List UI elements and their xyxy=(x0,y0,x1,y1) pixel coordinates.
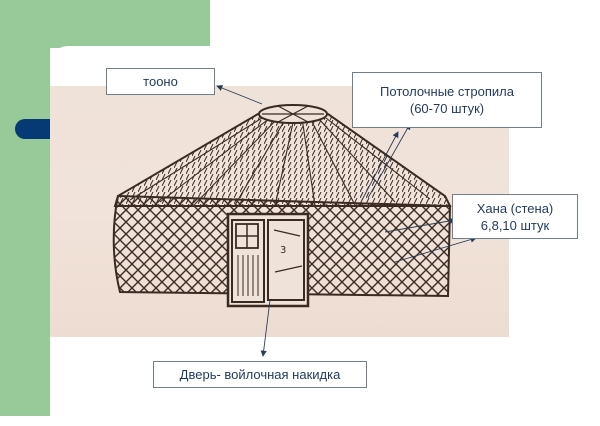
label-khana-line2: 6,8,10 штук xyxy=(480,217,550,233)
toono-ring xyxy=(258,104,328,124)
label-ceiling-rafters: Потолочные стропила (60-70 штук) xyxy=(352,72,542,128)
green-side-panel xyxy=(0,0,50,416)
label-khana-wall: Хана (стена) 6,8,10 штук xyxy=(452,194,578,239)
label-toono: тооно xyxy=(106,68,215,95)
label-door-text: Дверь- войлочная накидка xyxy=(179,367,341,382)
label-khana-line1: Хана (стена) xyxy=(476,200,554,216)
label-rafters-line1: Потолочные стропила xyxy=(380,84,514,99)
label-door: Дверь- войлочная накидка xyxy=(153,361,367,388)
svg-text:3: 3 xyxy=(280,245,286,256)
yurt-drawing: 3 xyxy=(112,85,477,357)
yurt-door: 3 xyxy=(226,212,310,308)
label-rafters-line2: (60-70 штук) xyxy=(409,101,485,116)
annotation-arrows xyxy=(216,85,477,357)
label-toono-text: тооно xyxy=(143,74,178,89)
